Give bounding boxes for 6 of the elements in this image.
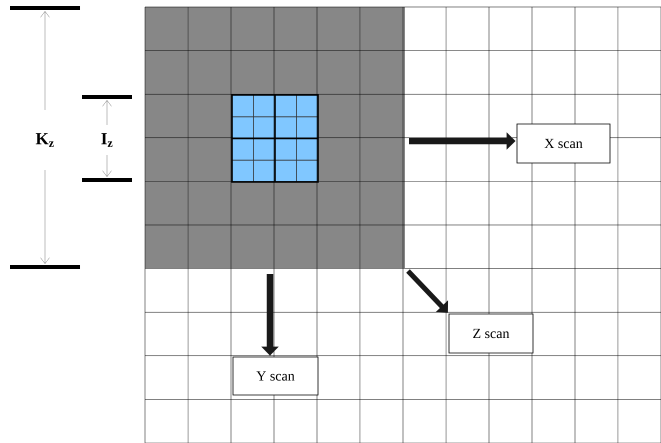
dimension-label: I$_{z}$ — [101, 133, 112, 147]
scan-box: X scan — [516, 124, 610, 164]
dimension-label: K$_{z}$ — [36, 133, 54, 147]
arrow — [406, 269, 448, 313]
scan-box: Z scan — [448, 314, 534, 354]
scan-box: Y scan — [232, 356, 318, 396]
